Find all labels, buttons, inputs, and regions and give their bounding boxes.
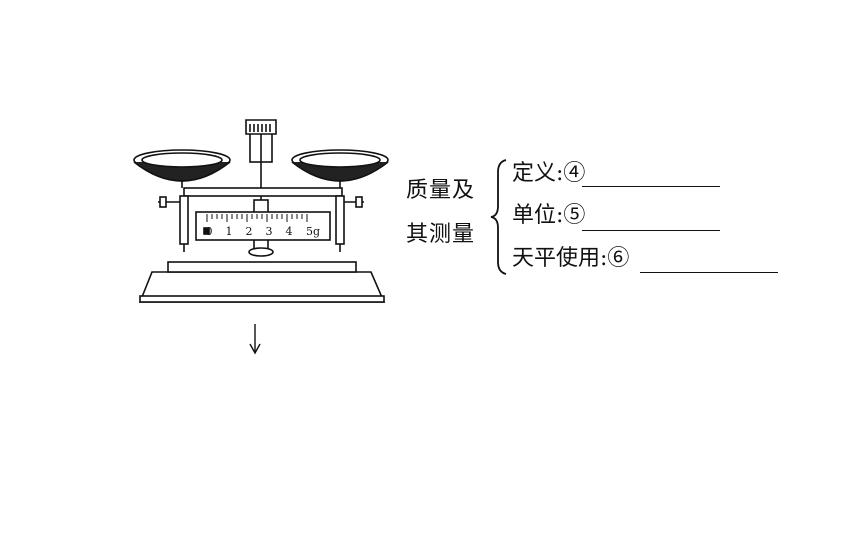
balance-drawing (133, 119, 389, 303)
ruler-ticks (206, 214, 308, 222)
unit-answer-blank[interactable] (582, 230, 720, 231)
item-unit-label: 单位: (512, 203, 564, 228)
topic-line-2: 其测量 (406, 222, 476, 247)
scale-label-3: 3 (266, 225, 273, 238)
scale-label-0: 0 (206, 225, 213, 238)
curly-brace-icon (490, 159, 507, 275)
balance-illustration: 0 1 2 3 4 5g (133, 119, 389, 303)
item-balance-usage: 天平使用:⑥ (512, 248, 629, 270)
scale-label-1: 1 (226, 225, 233, 238)
item-definition-label: 定义: (512, 161, 564, 186)
scale-label-5g: 5g (306, 225, 320, 238)
balance-usage-answer-blank[interactable] (640, 272, 778, 273)
item-unit-marker: ⑤ (563, 203, 586, 228)
item-balance-usage-marker: ⑥ (607, 246, 630, 271)
topic-line-1: 质量及 (406, 178, 476, 203)
item-definition: 定义:④ (512, 163, 585, 185)
scale-label-4: 4 (286, 225, 293, 238)
item-unit: 单位:⑤ (512, 205, 585, 227)
down-arrow-icon (249, 324, 261, 355)
item-definition-marker: ④ (563, 161, 586, 186)
item-balance-usage-label: 天平使用: (512, 246, 608, 271)
scale-label-2: 2 (246, 225, 253, 238)
definition-answer-blank[interactable] (582, 186, 720, 187)
